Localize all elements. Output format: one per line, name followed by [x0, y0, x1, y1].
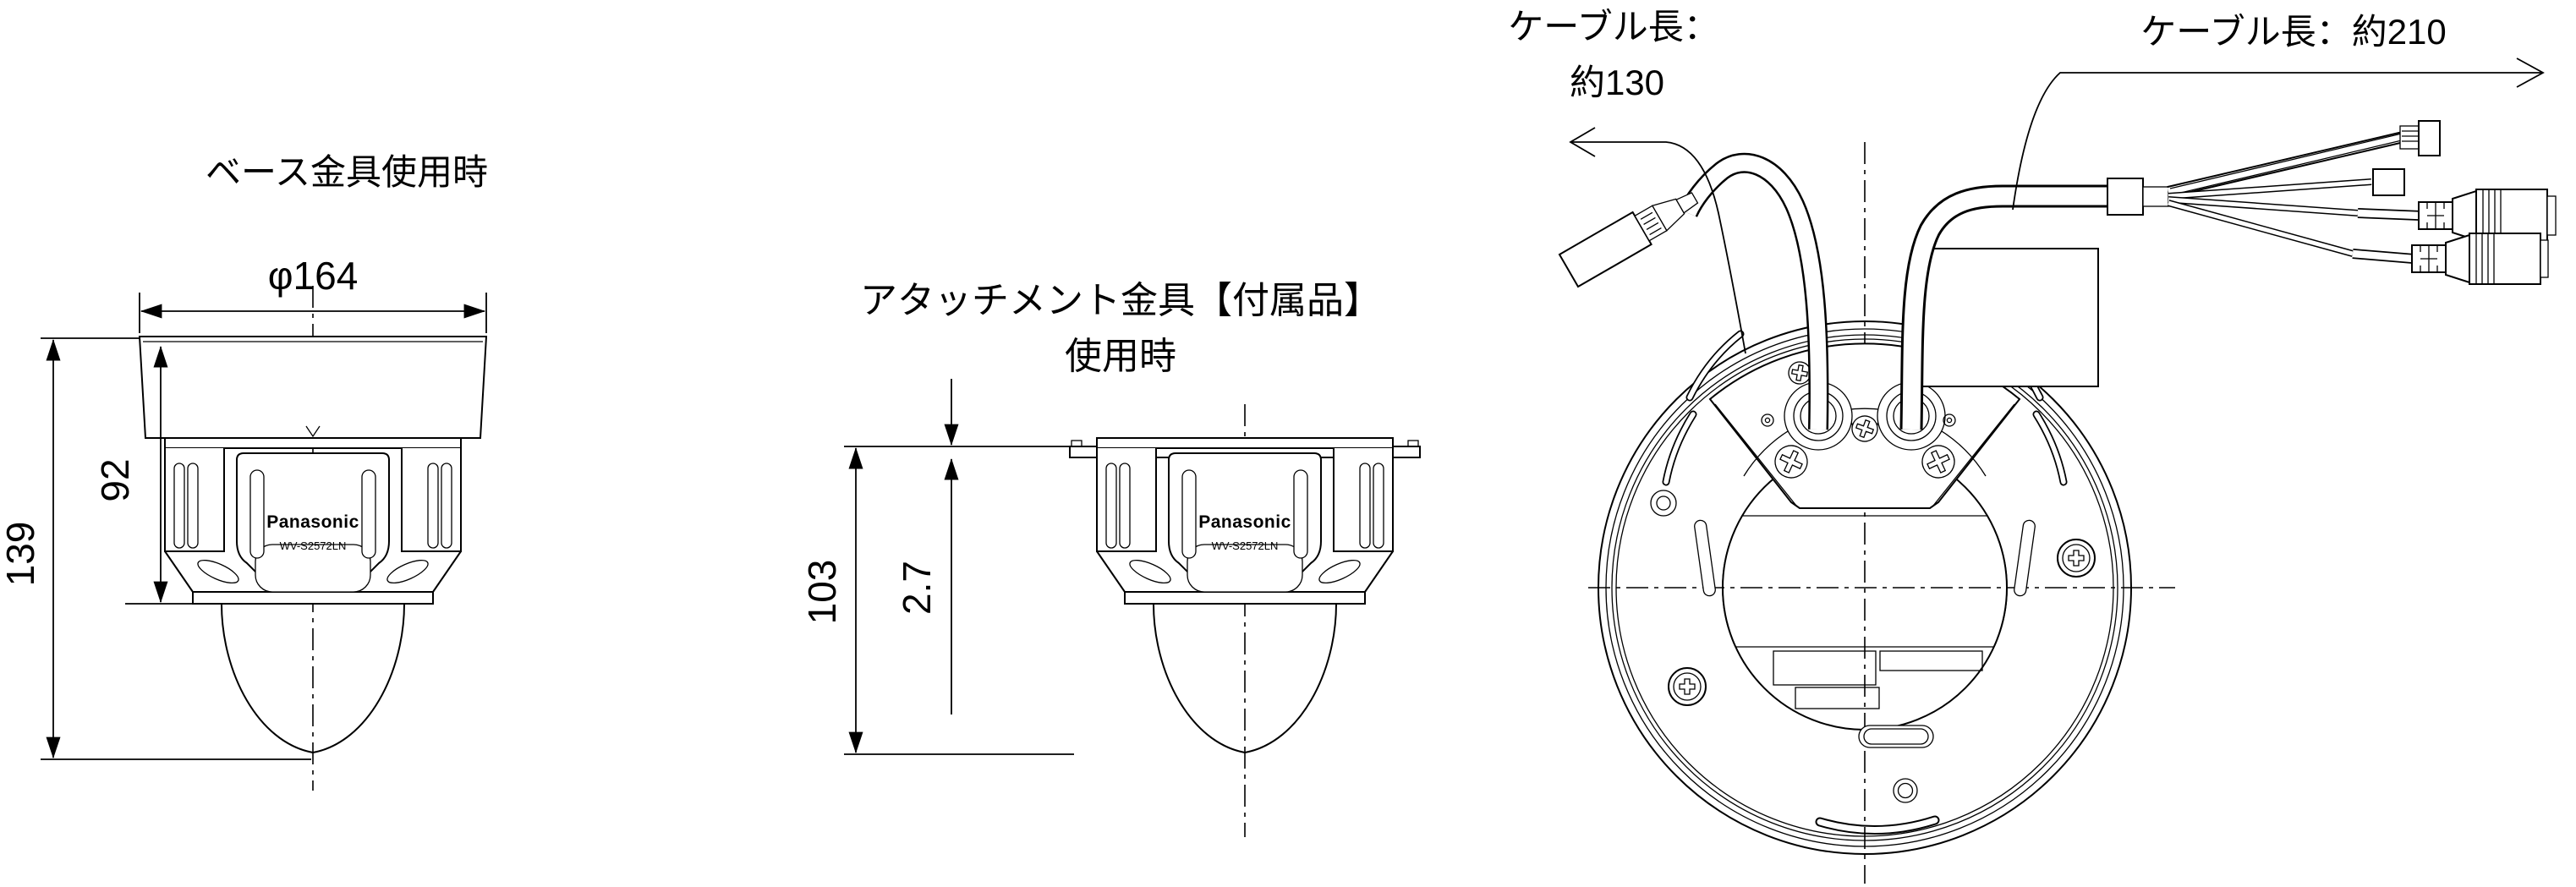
view1-title: ベース金具使用時	[206, 152, 488, 192]
model-number: WV-S2572LN	[280, 539, 347, 552]
cable-130-label-line1: ケーブル長：	[1508, 7, 1718, 47]
dim-2-7-label: 2.7	[895, 561, 939, 615]
square-connector	[2372, 168, 2405, 196]
phillips-screw	[1774, 445, 1808, 479]
model-number: WV-S2572LN	[1212, 539, 1279, 552]
view-attachment-bracket: アタッチメント金具【付属品】 使用時	[800, 280, 1421, 837]
cable-ferrule	[2107, 178, 2144, 216]
dome	[221, 603, 405, 754]
phillips-screw	[1788, 361, 1811, 385]
camera-body: Panasonic WV-S2572LN	[1096, 437, 1394, 754]
dim-diameter	[139, 293, 487, 333]
dim-139-label: 139	[0, 522, 42, 587]
phillips-screw	[1851, 415, 1878, 442]
view2-title-line1: アタッチメント金具【付属品】	[860, 280, 1381, 321]
network-connector	[1558, 192, 1699, 288]
brand-logo: Panasonic	[266, 512, 359, 532]
dim-2-7: 2.7	[895, 379, 959, 715]
network-cable	[1558, 152, 1829, 430]
fixing-screw	[2057, 539, 2096, 578]
dim-92-label: 92	[93, 458, 137, 501]
dim-103: 103	[800, 446, 1074, 755]
brand-logo: Panasonic	[1198, 512, 1291, 532]
phillips-screw	[1921, 445, 1955, 479]
cable-length-210: ケーブル長：約210	[2012, 12, 2545, 211]
view-bottom-cables: ケーブル長： 約130 ケーブル長：約210	[1508, 7, 2557, 884]
view-base-bracket: ベース金具使用時 φ164	[0, 152, 488, 791]
dim-103-label: 103	[800, 560, 844, 625]
dome	[1153, 603, 1337, 754]
multi-cable	[1899, 120, 2557, 430]
dim-139: 139	[0, 338, 311, 760]
dome-opening	[1694, 445, 2036, 748]
arrow-left-icon	[1569, 127, 1596, 157]
cable-length-130: ケーブル長： 約130	[1508, 7, 1746, 354]
fixing-screw	[1668, 667, 1707, 706]
plate-screws	[1650, 490, 2096, 803]
camera-body: Panasonic WV-S2572LN	[164, 437, 462, 754]
base-bracket-cup	[138, 336, 488, 439]
pin-connector	[2399, 120, 2441, 156]
jack-connector-lower	[2411, 233, 2549, 285]
view2-title-line2: 使用時	[1065, 336, 1176, 377]
arrow-right-icon	[2516, 57, 2545, 88]
dim-92: 92	[41, 337, 193, 605]
junction-box	[1914, 248, 2099, 387]
cable-210-label: ケーブル長：約210	[2140, 12, 2447, 52]
cable-130-label-line2: 約130	[1570, 63, 1664, 102]
